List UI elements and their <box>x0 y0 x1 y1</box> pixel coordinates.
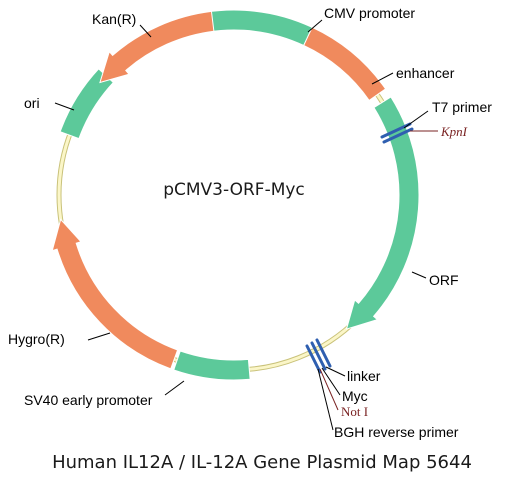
label-ori: ori <box>24 95 40 111</box>
bottom-leaders <box>317 366 346 431</box>
label-myc: Myc <box>342 388 368 404</box>
feature-kan-r <box>99 10 215 84</box>
plasmid-name: pCMV3-ORF-Myc <box>163 180 305 200</box>
feature-hygro-r <box>51 218 179 370</box>
label-linker: linker <box>347 368 381 384</box>
feature-enhancer <box>303 26 387 102</box>
label-hygro-r: Hygro(R) <box>8 331 65 347</box>
feature-sv40-early-promoter <box>173 350 251 381</box>
plasmid-caption: Human IL12A / IL-12A Gene Plasmid Map 56… <box>52 452 472 473</box>
bgh-primer-marks <box>305 338 332 374</box>
label-kan-r: Kan(R) <box>92 11 136 27</box>
label-sv40-early-promoter: SV40 early promoter <box>24 392 153 408</box>
feature-orf <box>345 96 420 330</box>
t7-primer-marks <box>380 122 414 144</box>
label-t7-primer: T7 primer <box>432 99 492 115</box>
label-cmv-promoter: CMV promoter <box>324 5 415 21</box>
label-kpni-site: KpnI <box>440 124 468 139</box>
leader-lines <box>54 19 429 396</box>
label-bgh-reverse-primer: BGH reverse primer <box>334 424 459 440</box>
kpni-site-text: KpnI <box>440 124 468 139</box>
label-noti-site: Not I <box>341 404 368 419</box>
noti-leader <box>319 368 339 411</box>
label-enhancer: enhancer <box>396 65 455 81</box>
label-orf: ORF <box>429 272 459 288</box>
